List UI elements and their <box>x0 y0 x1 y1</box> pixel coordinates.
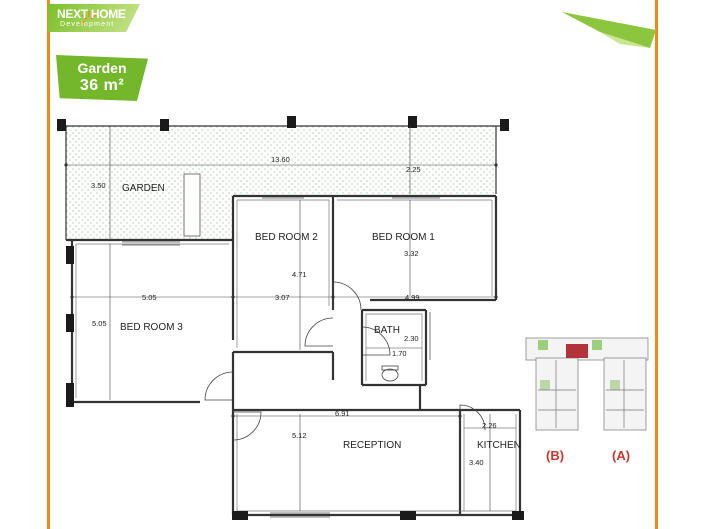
dim-bedroom2-depth: 4.71 <box>292 270 307 279</box>
dim-reception-width: 6.91 <box>335 409 350 418</box>
dim-bedroom1-width: 4.99 <box>405 293 420 302</box>
windows <box>122 197 440 518</box>
room-label-kitchen: KITCHEN <box>477 440 521 451</box>
decorative-swoosh <box>562 12 656 48</box>
dimension-ticks <box>64 163 498 418</box>
brand-name: NEXT HOME <box>57 7 126 21</box>
room-label-bedroom-3: BED ROOM 3 <box>120 322 183 333</box>
room-label-garden: GARDEN <box>122 183 165 194</box>
inner-wall-lines <box>75 199 517 512</box>
garden-outline <box>60 125 506 240</box>
sun-rays-icon <box>80 11 97 23</box>
dimension-lines <box>66 126 516 511</box>
garden-tag-area: 36 m² <box>79 77 125 94</box>
key-plan-highlight <box>566 344 588 358</box>
right-border-line <box>655 0 658 529</box>
key-plan-label-a: (A) <box>612 448 631 463</box>
room-label-bedroom-1: BED ROOM 1 <box>372 232 435 243</box>
garden-area <box>66 126 496 240</box>
key-plan-label-b: (B) <box>546 448 565 463</box>
dim-reception-depth: 5.12 <box>292 431 307 440</box>
dim-bedroom3-width: 5.05 <box>142 293 157 302</box>
room-label-bedroom-2: BED ROOM 2 <box>255 232 318 243</box>
room-label-bath: BATH <box>374 325 400 336</box>
bath-fixtures <box>381 365 399 382</box>
dim-garden-depth-right: 2.25 <box>406 165 421 174</box>
dim-garden-width: 13.60 <box>271 155 290 164</box>
doors <box>204 281 486 441</box>
dim-bedroom3-depth: 5.05 <box>92 319 107 328</box>
planter-box <box>183 173 201 237</box>
brand-tagline: Development <box>60 21 115 28</box>
room-label-reception: RECEPTION <box>343 440 401 451</box>
key-plan <box>525 337 649 431</box>
logo-background <box>48 4 140 32</box>
dim-garden-depth-left: 3.50 <box>91 181 106 190</box>
dim-kitchen-depth: 3.40 <box>469 458 484 467</box>
dim-bedroom2-width: 3.07 <box>275 293 290 302</box>
garden-tag-label: Garden <box>77 60 127 76</box>
dim-bedroom1-depth: 3.32 <box>404 249 419 258</box>
dim-bath-width: 2.30 <box>404 334 419 343</box>
dim-kitchen-width: 2.26 <box>482 421 497 430</box>
garden-area-tag: Garden 36 m² <box>56 55 148 101</box>
structural-columns <box>57 116 524 520</box>
dim-bath-depth: 1.70 <box>392 349 407 358</box>
left-border-line <box>47 0 50 529</box>
brand-logo: NEXT HOME Development <box>48 4 140 34</box>
